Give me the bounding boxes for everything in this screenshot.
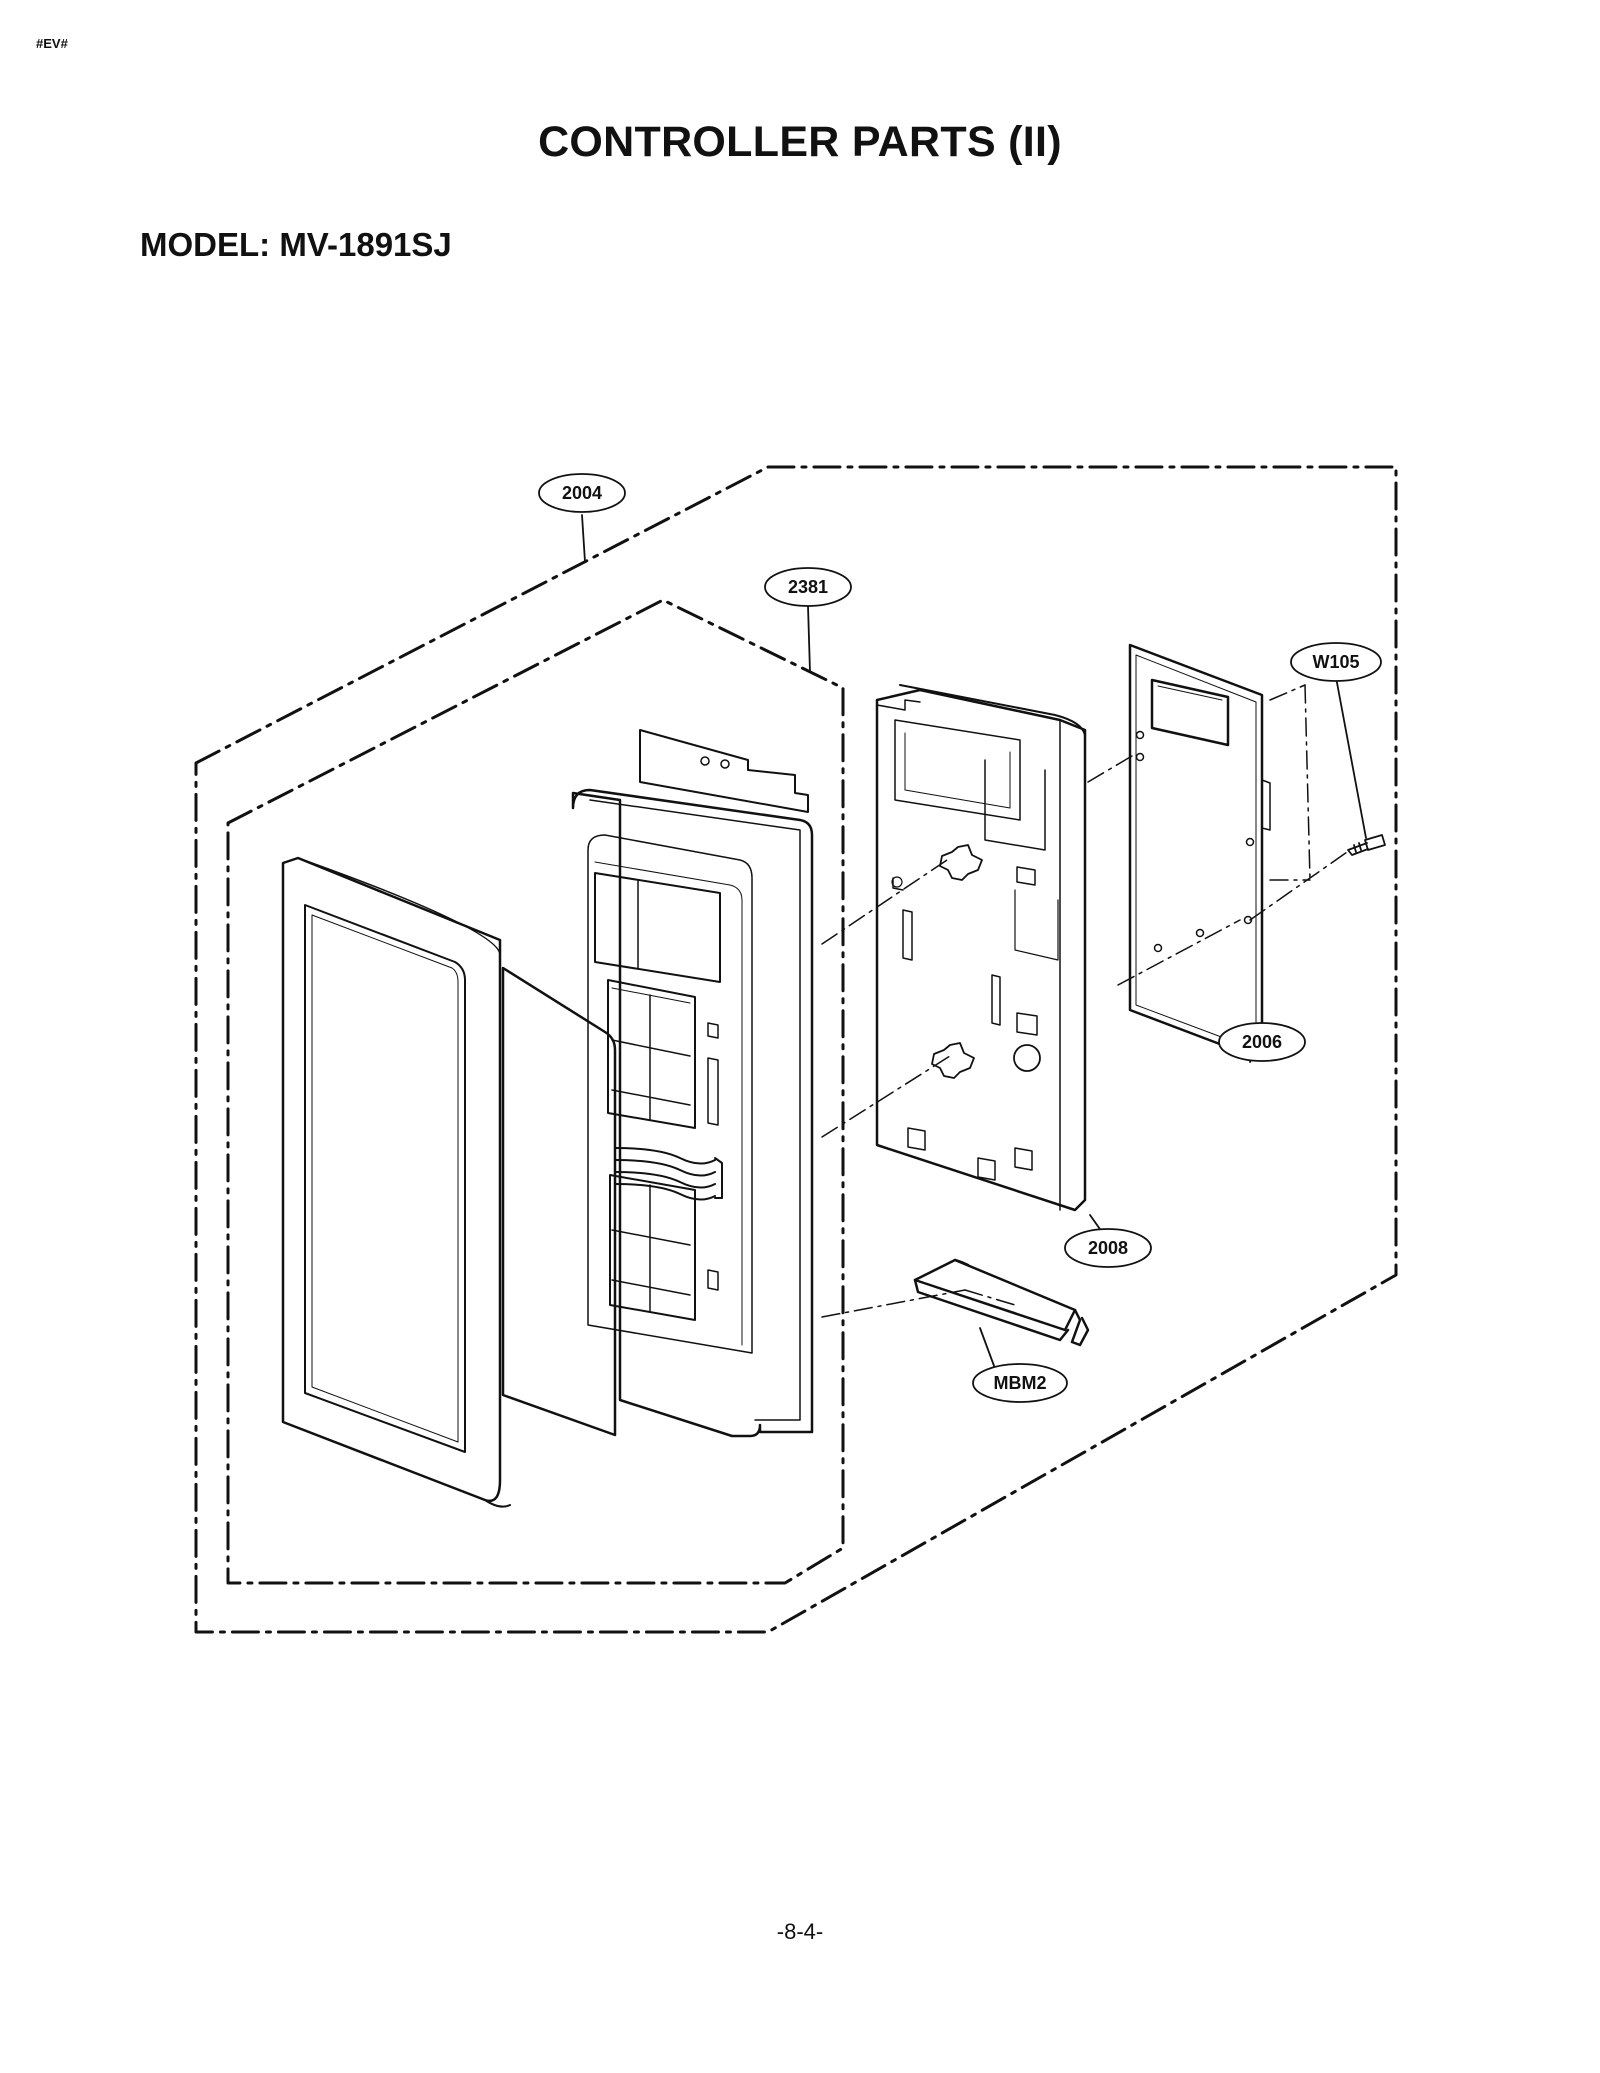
model-label: MODEL: MV-1891SJ — [140, 226, 452, 263]
callout-2004: 2004 — [538, 473, 626, 513]
callout-label-MBM2: MBM2 — [994, 1373, 1047, 1393]
callouts: 2004 2381 W105 2006 2008 MBM2 — [538, 473, 1382, 1403]
callout-label-2008: 2008 — [1088, 1238, 1128, 1258]
callout-2008: 2008 — [1064, 1228, 1152, 1268]
pcb-board-part — [1128, 643, 1271, 1062]
callout-W105: W105 — [1290, 642, 1382, 682]
page-title: CONTROLLER PARTS (II) — [538, 118, 1062, 166]
boundary-2004 — [194, 465, 1398, 1634]
callout-label-2381: 2381 — [788, 577, 828, 597]
callout-label-2006: 2006 — [1242, 1032, 1282, 1052]
boundary-2381 — [226, 598, 845, 1585]
pcb-holder-part — [875, 684, 1087, 1212]
membrane-sheet-part — [501, 966, 617, 1437]
callout-label-W105: W105 — [1312, 652, 1359, 672]
screw-part — [1347, 834, 1386, 856]
header-code: #EV# — [36, 36, 68, 51]
alignment-lines — [821, 684, 1351, 1318]
page-number: -8-4- — [776, 1919, 824, 1944]
front-frame-part — [281, 856, 511, 1508]
callout-2381: 2381 — [764, 567, 852, 607]
bracket-clip-part — [913, 1258, 1090, 1347]
callout-2006: 2006 — [1218, 1022, 1306, 1062]
control-panel-frame-part — [571, 729, 814, 1438]
callout-MBM2: MBM2 — [972, 1363, 1068, 1403]
callout-label-2004: 2004 — [562, 483, 602, 503]
